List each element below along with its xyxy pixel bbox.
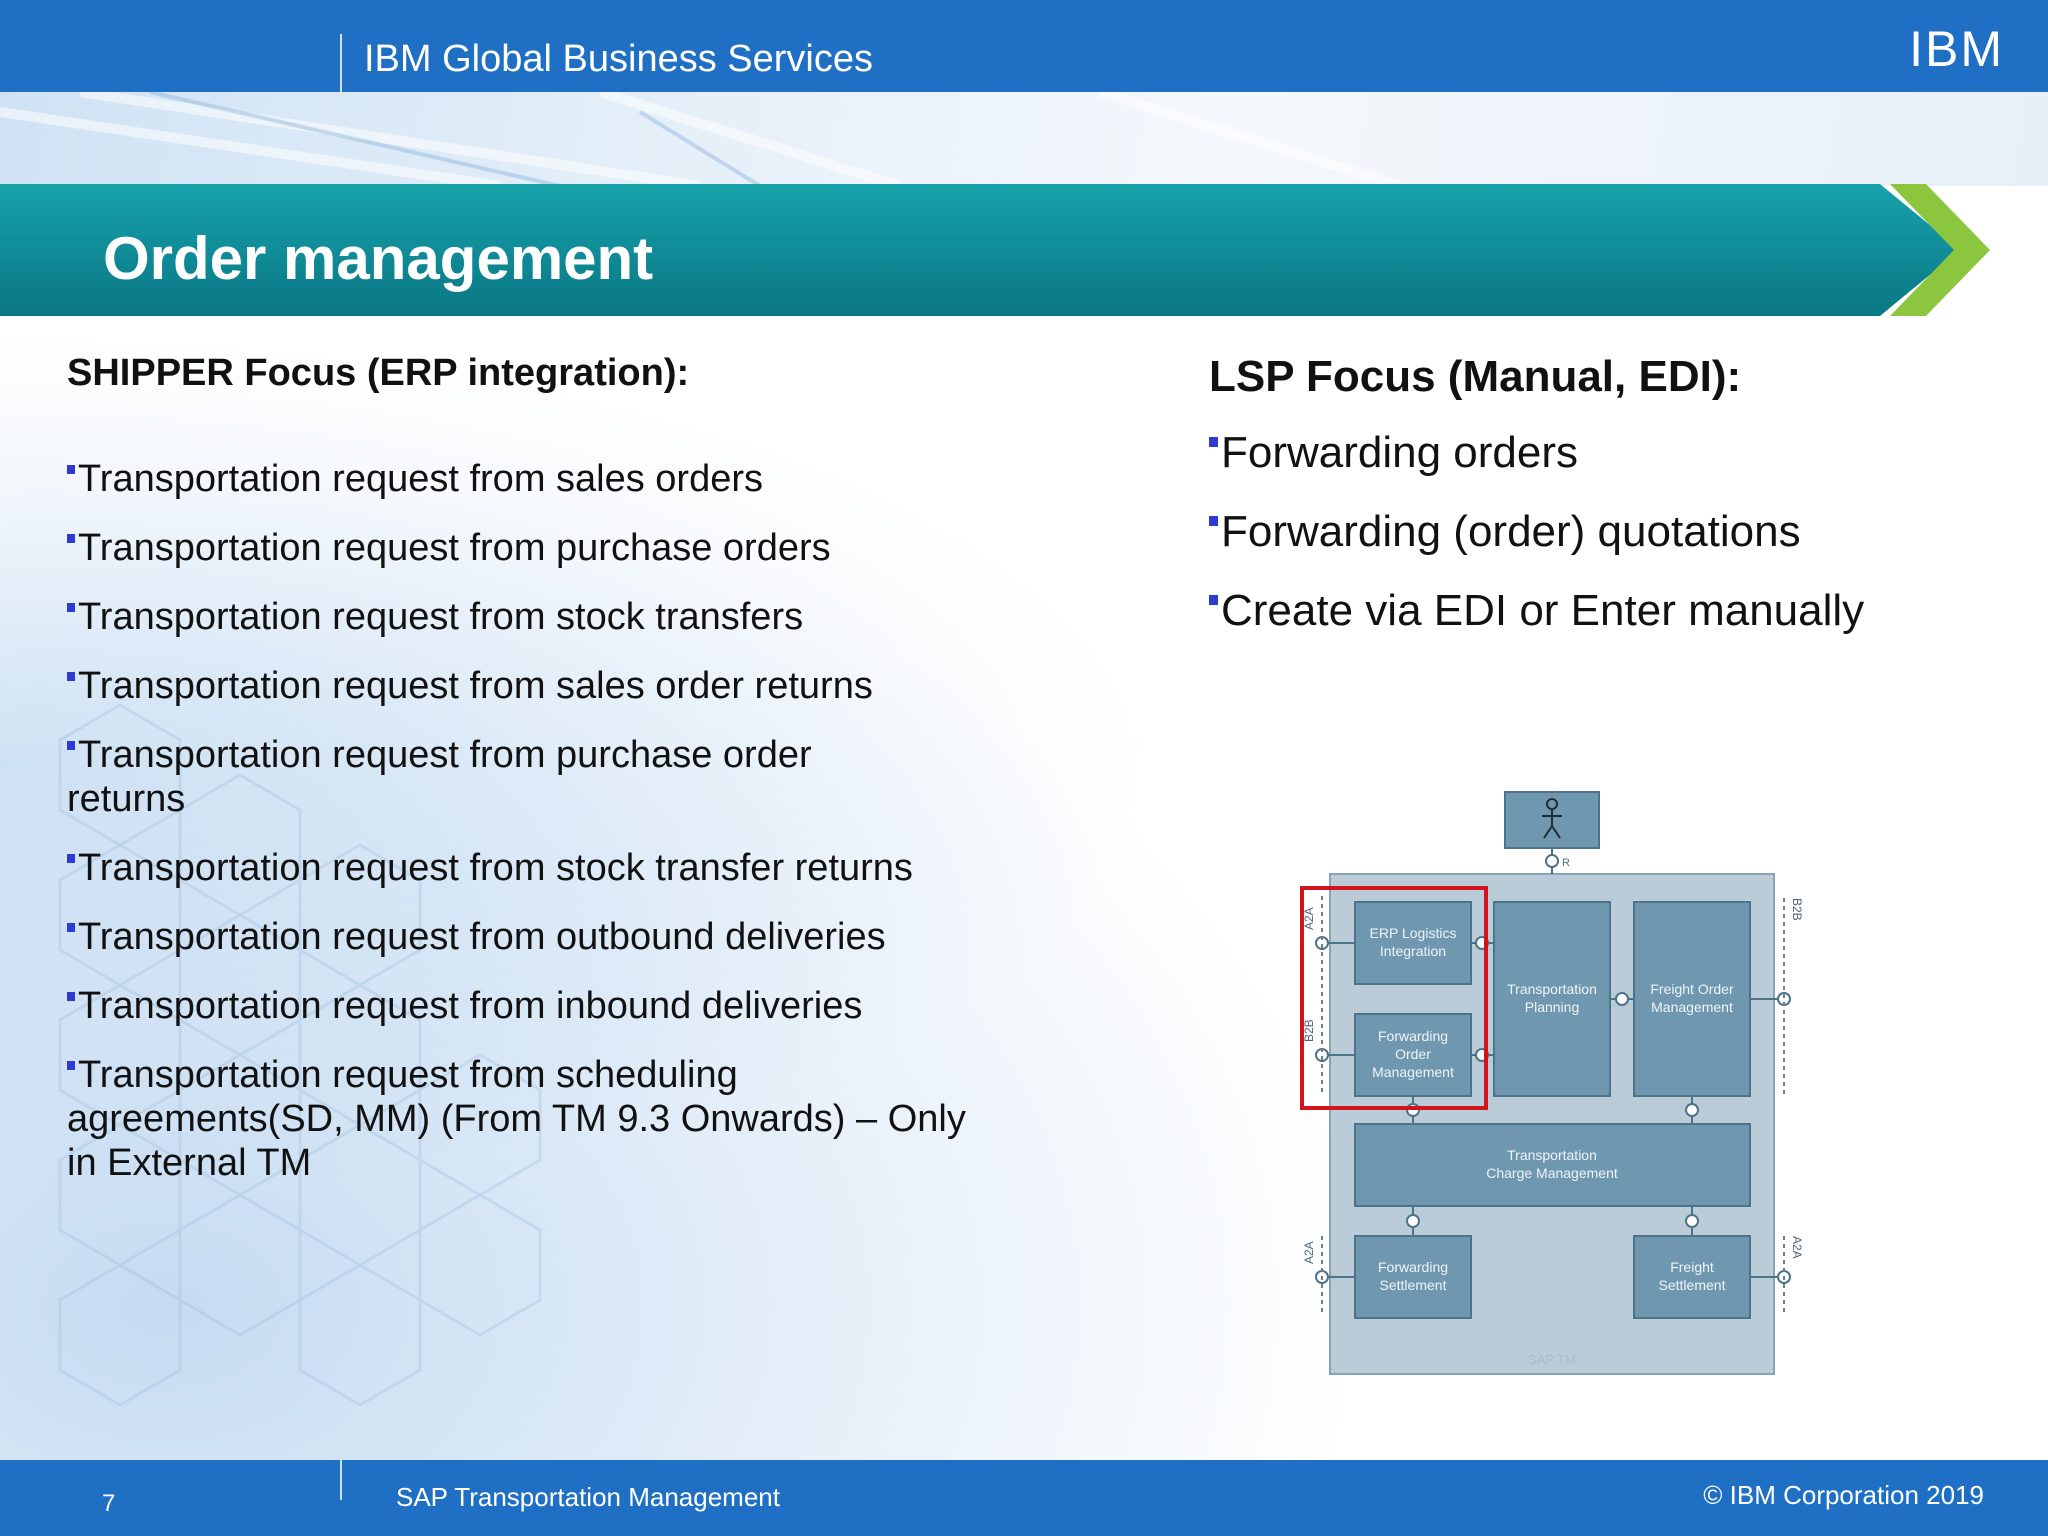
bullet-icon bbox=[67, 465, 75, 474]
channel-labels: A2A B2B B2B A2A A2A bbox=[1302, 898, 1804, 1264]
svg-text:Settlement: Settlement bbox=[1380, 1277, 1447, 1293]
title-banner: Order management bbox=[0, 184, 1960, 316]
svg-text:Integration: Integration bbox=[1380, 943, 1446, 959]
highlight-box bbox=[1300, 886, 1488, 1110]
shipper-focus-column: SHIPPER Focus (ERP integration): Transpo… bbox=[67, 352, 1007, 1210]
svg-text:Planning: Planning bbox=[1525, 999, 1580, 1015]
list-item: Transportation request from purchase ord… bbox=[67, 734, 812, 820]
list-item: Create via EDI or Enter manually bbox=[1209, 585, 2009, 637]
header-divider bbox=[340, 34, 342, 92]
list-item: Forwarding orders bbox=[1209, 427, 2009, 479]
svg-text:Forwarding: Forwarding bbox=[1378, 1259, 1448, 1275]
shipper-focus-heading: SHIPPER Focus (ERP integration): bbox=[67, 352, 690, 394]
chevron-arrow-icon bbox=[1890, 184, 1990, 316]
forwarding-settlement-box: Forwarding Settlement bbox=[1354, 1235, 1472, 1319]
list-item: Transportation request from sales order … bbox=[67, 664, 1007, 708]
copyright-notice: © IBM Corporation 2019 bbox=[1703, 1480, 1984, 1510]
slide-title: Order management bbox=[103, 225, 654, 292]
svg-text:Settlement: Settlement bbox=[1659, 1277, 1726, 1293]
sap-tm-architecture-diagram: R ERP Logistics Integration Forwarding O… bbox=[1300, 791, 1804, 1375]
bullet-icon bbox=[67, 672, 75, 681]
page-number: 7 bbox=[102, 1490, 116, 1517]
decorative-band bbox=[0, 92, 2048, 186]
svg-text:Freight: Freight bbox=[1670, 1259, 1714, 1275]
b2b-label: B2B bbox=[1790, 898, 1804, 921]
svg-text:Charge Management: Charge Management bbox=[1486, 1165, 1618, 1181]
b2b-label: B2B bbox=[1302, 1019, 1316, 1042]
svg-text:Transportation: Transportation bbox=[1507, 1147, 1597, 1163]
list-item: Transportation request from inbound deli… bbox=[67, 984, 1007, 1028]
footer-divider bbox=[340, 1450, 342, 1500]
bullet-icon bbox=[1209, 437, 1218, 447]
a2a-label: A2A bbox=[1302, 1241, 1316, 1264]
list-item: Transportation request from outbound del… bbox=[67, 915, 1007, 959]
bullet-icon bbox=[67, 854, 75, 863]
bullet-icon bbox=[1209, 516, 1218, 526]
bullet-icon bbox=[67, 992, 75, 1001]
svg-text:ERP Logistics: ERP Logistics bbox=[1370, 925, 1457, 941]
channel-dashed-lines bbox=[1321, 896, 1785, 1316]
bullet-icon bbox=[67, 923, 75, 932]
footer-product-name: SAP Transportation Management bbox=[396, 1482, 780, 1512]
svg-text:Transportation: Transportation bbox=[1507, 981, 1597, 997]
transportation-charge-management-box: Transportation Charge Management bbox=[1354, 1123, 1751, 1207]
user-port-label: R bbox=[1562, 857, 1570, 869]
hexagon-pattern-decoration bbox=[58, 703, 542, 1407]
svg-text:Order: Order bbox=[1395, 1046, 1431, 1062]
list-item: Transportation request from scheduling a… bbox=[67, 1054, 966, 1184]
lsp-focus-column: LSP Focus (Manual, EDI): Forwarding orde… bbox=[1209, 352, 2009, 664]
bullet-icon bbox=[67, 534, 75, 543]
erp-logistics-integration-box: ERP Logistics Integration bbox=[1354, 901, 1472, 985]
svg-text:Freight Order: Freight Order bbox=[1650, 981, 1734, 997]
bullet-icon bbox=[67, 1061, 75, 1070]
bullet-icon bbox=[1209, 595, 1218, 605]
lsp-focus-heading: LSP Focus (Manual, EDI): bbox=[1209, 352, 1742, 401]
list-item: Transportation request from sales orders bbox=[67, 457, 1007, 501]
a2a-label: A2A bbox=[1302, 907, 1316, 930]
list-item: Forwarding (order) quotations bbox=[1209, 506, 2009, 558]
list-item: Transportation request from stock transf… bbox=[67, 846, 1007, 890]
band-streaks-decoration bbox=[0, 92, 1402, 186]
user-actor-box: R bbox=[1504, 791, 1600, 874]
list-item: Transportation request from purchase ord… bbox=[67, 526, 1007, 570]
bullet-icon bbox=[67, 603, 75, 612]
svg-text:Management: Management bbox=[1651, 999, 1733, 1015]
sap-tm-label: SAP TM bbox=[1528, 1352, 1576, 1367]
bullet-icon bbox=[67, 741, 75, 750]
freight-settlement-box: Freight Settlement bbox=[1633, 1235, 1751, 1319]
division-name: IBM Global Business Services bbox=[364, 38, 873, 80]
svg-text:Management: Management bbox=[1372, 1064, 1454, 1080]
svg-text:Forwarding: Forwarding bbox=[1378, 1028, 1448, 1044]
transportation-planning-box: Transportation Planning bbox=[1493, 901, 1611, 1097]
top-banner: IBM Global Business Services IBM bbox=[0, 0, 2048, 92]
ibm-logo: IBM bbox=[1909, 21, 2004, 77]
forwarding-order-management-box: Forwarding Order Management bbox=[1354, 1013, 1472, 1097]
a2a-label: A2A bbox=[1790, 1236, 1804, 1259]
freight-order-management-box: Freight Order Management bbox=[1633, 901, 1751, 1097]
footer-bar: 7 SAP Transportation Management © IBM Co… bbox=[0, 1450, 2048, 1536]
list-item: Transportation request from stock transf… bbox=[67, 595, 1007, 639]
